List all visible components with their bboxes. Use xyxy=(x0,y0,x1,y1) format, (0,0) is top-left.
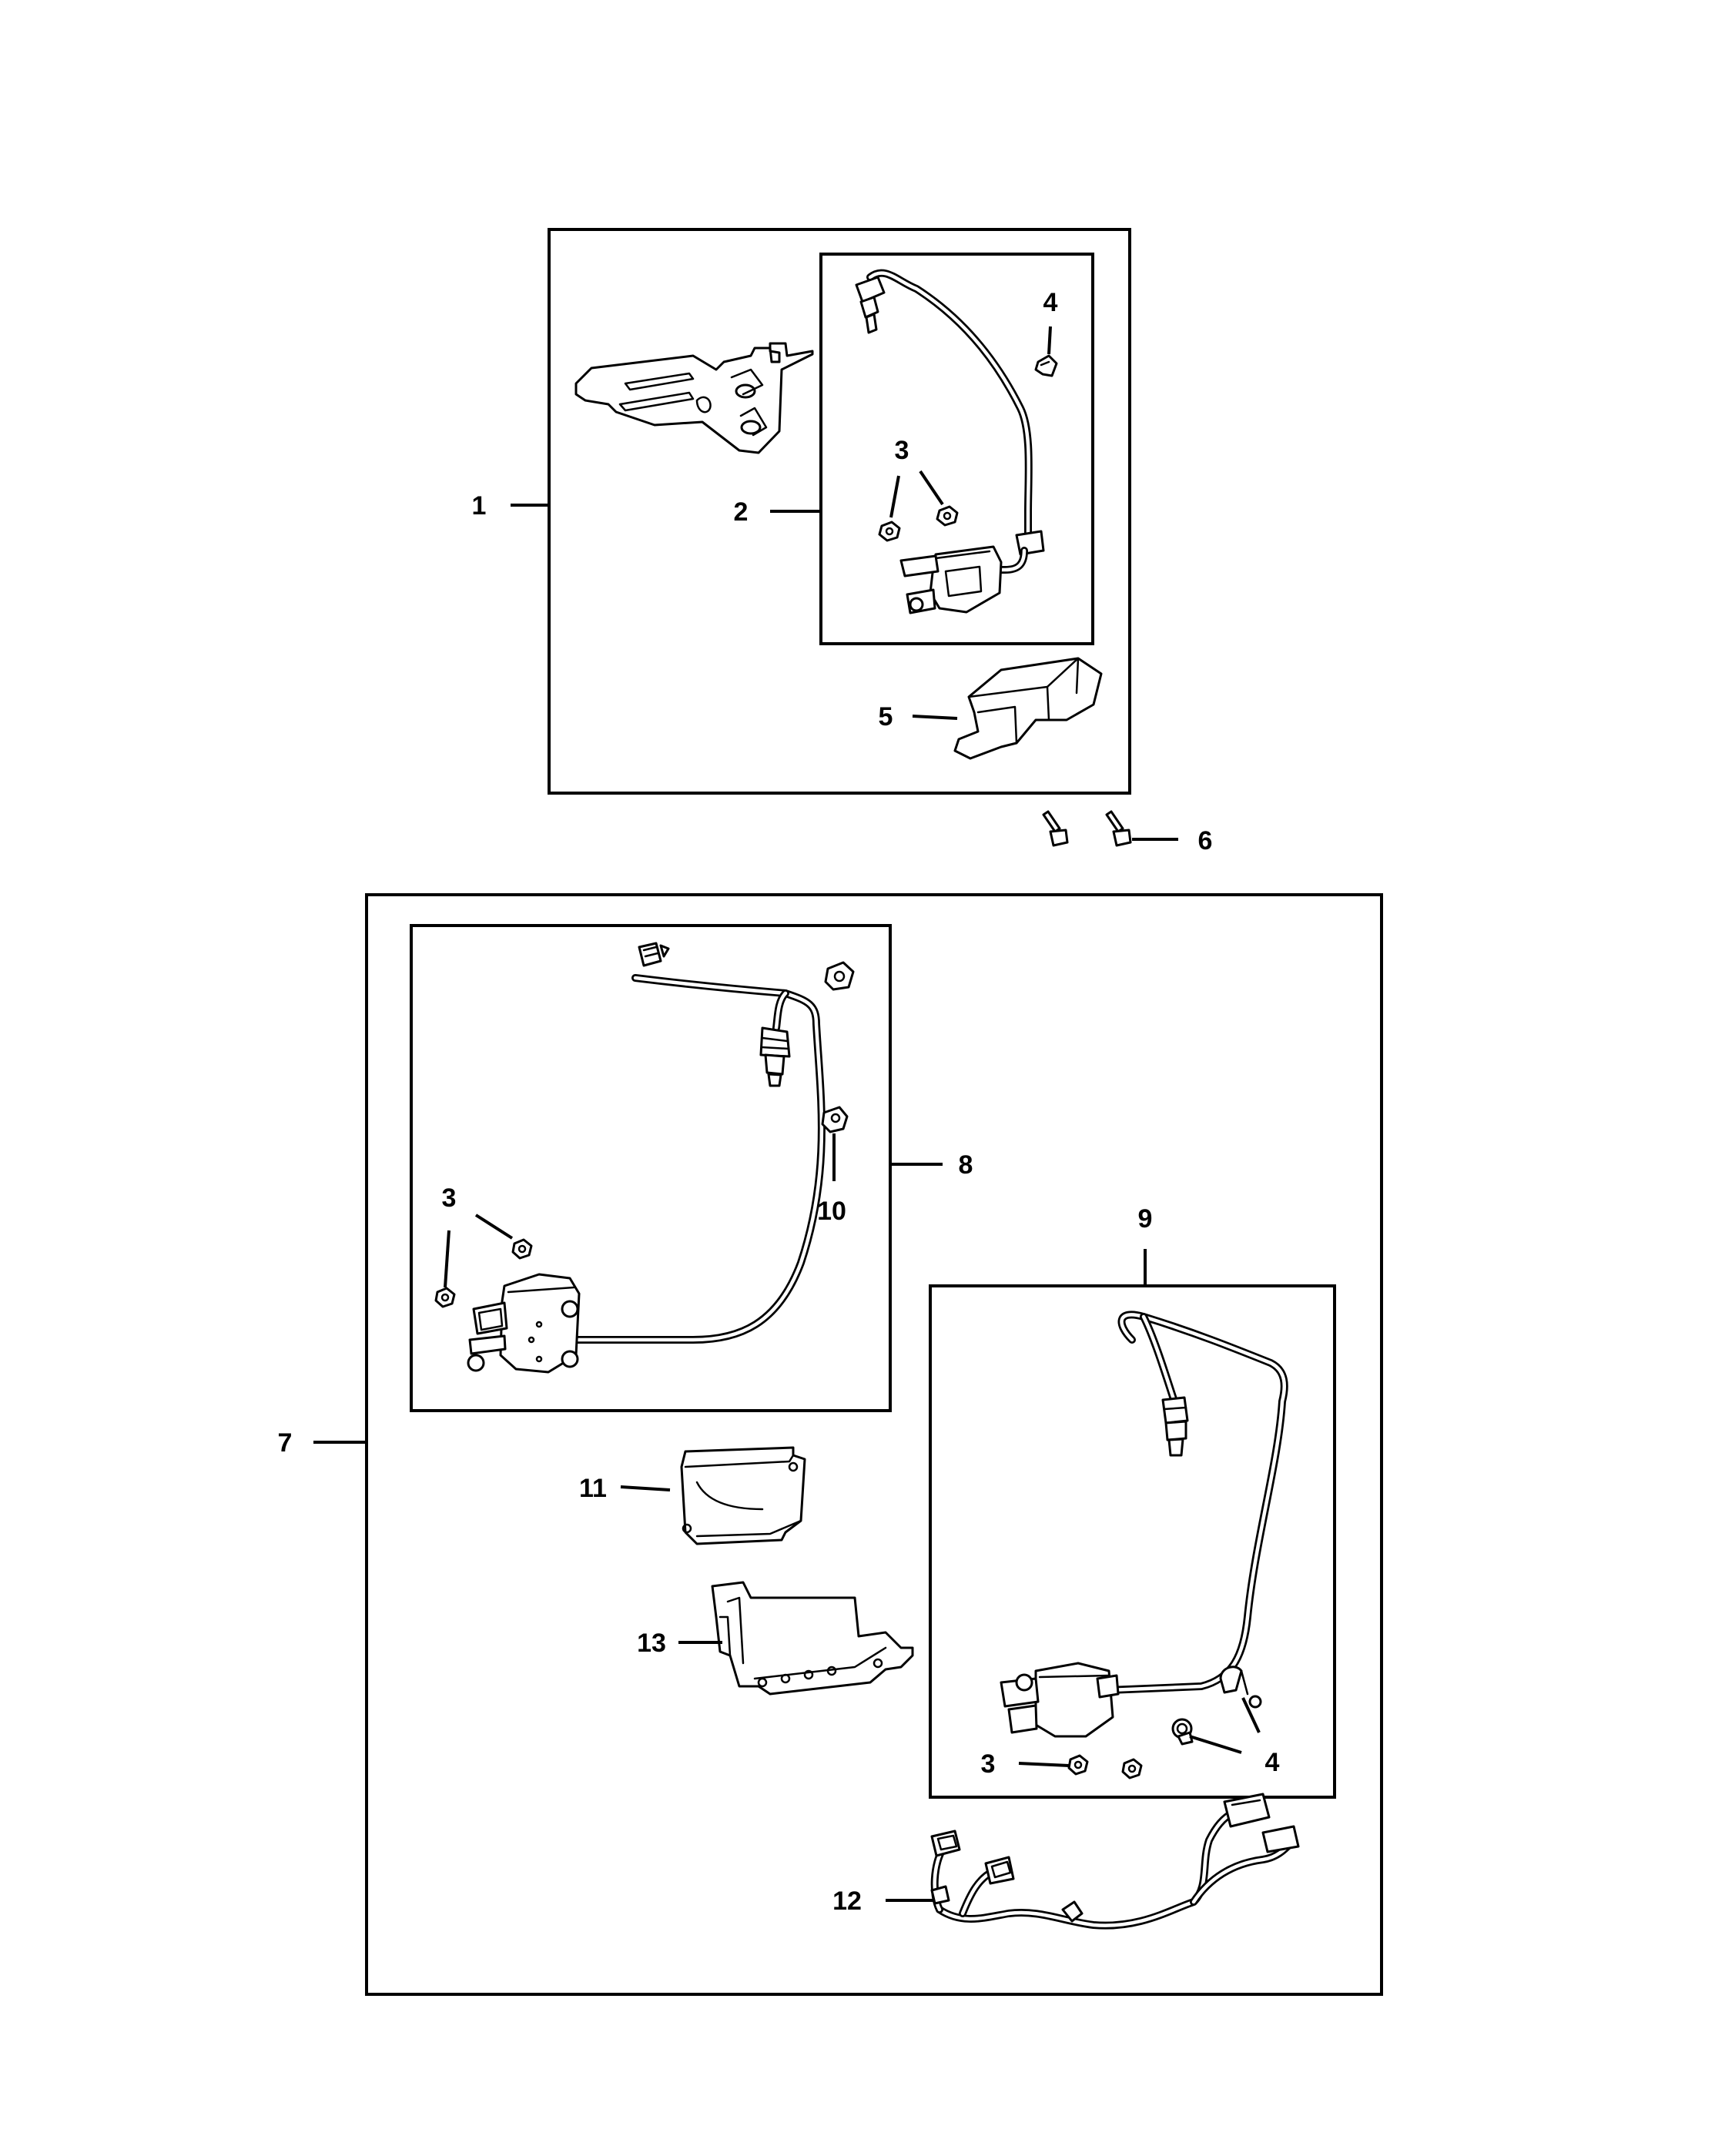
nut-left xyxy=(878,521,901,542)
nut-right xyxy=(936,505,959,527)
leader-4b-lower xyxy=(1189,1735,1242,1754)
nut-assembly-9-right xyxy=(1121,1758,1143,1779)
callout-6: 6 xyxy=(1198,826,1213,855)
callout-12: 12 xyxy=(832,1886,862,1916)
sensor-cover xyxy=(953,657,1103,760)
callout-3a: 3 xyxy=(895,436,909,465)
callout-7: 7 xyxy=(278,1428,293,1458)
bolt-left xyxy=(1042,810,1069,847)
nut-assembly-8-lower xyxy=(434,1287,456,1308)
leader-11 xyxy=(620,1485,671,1491)
leader-3a-left xyxy=(889,475,900,518)
sensor-assembly-2 xyxy=(855,269,1045,614)
leader-4a xyxy=(1047,326,1052,355)
callout-9: 9 xyxy=(1138,1204,1153,1234)
callout-8: 8 xyxy=(959,1150,973,1180)
assembly-9-frame xyxy=(929,1284,1336,1799)
assembly-8-frame xyxy=(410,924,892,1412)
callout-3c: 3 xyxy=(981,1749,996,1779)
nut-assembly-8-upper xyxy=(511,1238,533,1260)
wiring-harness-12 xyxy=(930,1793,1300,1930)
leader-4b-upper xyxy=(1241,1697,1261,1733)
leader-5 xyxy=(912,715,958,720)
bracket-13 xyxy=(711,1581,914,1696)
callout-4b: 4 xyxy=(1265,1748,1280,1777)
leader-3a-right xyxy=(919,470,944,506)
callout-11: 11 xyxy=(579,1474,607,1503)
callout-5: 5 xyxy=(879,702,893,732)
leader-3c xyxy=(1018,1762,1070,1767)
assembly-2-frame xyxy=(819,253,1094,645)
bracket-11 xyxy=(680,1446,806,1545)
callout-4a: 4 xyxy=(1043,288,1058,317)
clip-10 xyxy=(821,1106,849,1133)
callout-1: 1 xyxy=(472,491,487,521)
callout-2: 2 xyxy=(734,497,749,527)
leader-3b-upper xyxy=(474,1214,514,1240)
mounting-bracket xyxy=(574,342,814,454)
callout-10: 10 xyxy=(817,1197,846,1226)
assembly-1-frame xyxy=(548,228,1131,795)
callout-13: 13 xyxy=(637,1629,666,1658)
sensor-assembly-8 xyxy=(467,942,855,1374)
nut-assembly-9-left xyxy=(1067,1754,1089,1776)
assembly-7-frame xyxy=(365,893,1383,1996)
clip-upper xyxy=(1034,354,1058,377)
leader-3b-lower xyxy=(444,1230,451,1288)
bolt-right xyxy=(1105,810,1132,847)
sensor-assembly-9 xyxy=(1000,1311,1288,1746)
callout-3b: 3 xyxy=(442,1183,457,1213)
